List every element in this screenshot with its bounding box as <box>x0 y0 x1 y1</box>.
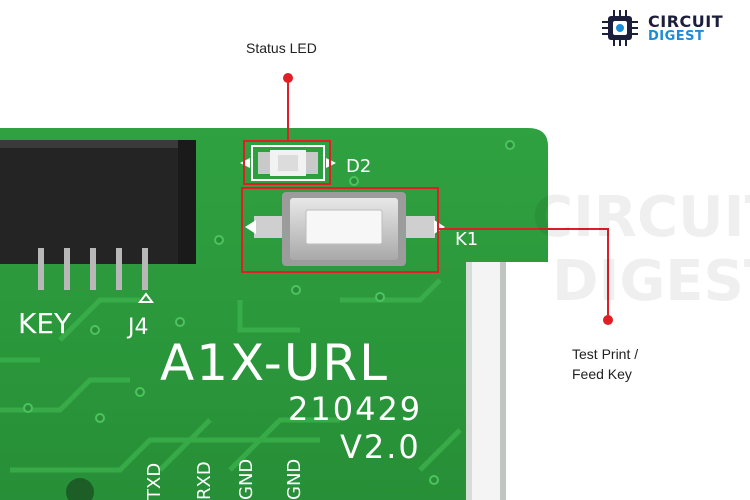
watermark-text: DIGEST <box>552 249 750 314</box>
silkscreen-model: A1X-URL <box>160 334 389 392</box>
watermark-text: CIRCUIT <box>532 185 750 250</box>
mounting-hole <box>66 478 94 500</box>
silkscreen-date: 210429 <box>288 390 422 428</box>
brand-name-line1: CIRCUIT <box>648 12 724 31</box>
connector-pins <box>38 248 148 290</box>
chip-icon <box>602 10 638 46</box>
brand-name-line2: DIGEST <box>648 29 705 44</box>
test-print-key-label-line1: Test Print / <box>572 346 639 362</box>
silkscreen-j4: J4 <box>126 315 149 340</box>
silkscreen-key: KEY <box>18 307 72 340</box>
silkscreen-version: V2.0 <box>340 428 421 466</box>
board-slot <box>466 262 506 500</box>
test-print-key-label-line2: Feed Key <box>572 366 632 382</box>
annotation-markers <box>241 78 609 320</box>
status-led-d2 <box>240 145 336 181</box>
silkscreen-pin-label: GND <box>284 459 305 500</box>
silkscreen-d2: D2 <box>346 156 371 177</box>
test-print-key-callout-label: Test Print / Feed Key <box>572 344 702 384</box>
silkscreen-k1: K1 <box>455 229 478 250</box>
circuit-digest-logo: CIRCUIT DIGEST <box>600 8 740 48</box>
test-key-marker-dot <box>603 315 613 325</box>
j4-connector <box>0 140 196 264</box>
status-led-marker-dot <box>283 73 293 83</box>
silkscreen-pin-label: RXD <box>194 461 215 500</box>
status-led-callout-label: Status LED <box>246 40 317 56</box>
silkscreen-pin-label: TXD <box>144 463 165 500</box>
pcb-vias <box>23 140 515 485</box>
tactile-switch-k1 <box>245 192 445 266</box>
silkscreen-pin-label: GND <box>236 459 257 500</box>
pcb-traces <box>0 278 462 473</box>
